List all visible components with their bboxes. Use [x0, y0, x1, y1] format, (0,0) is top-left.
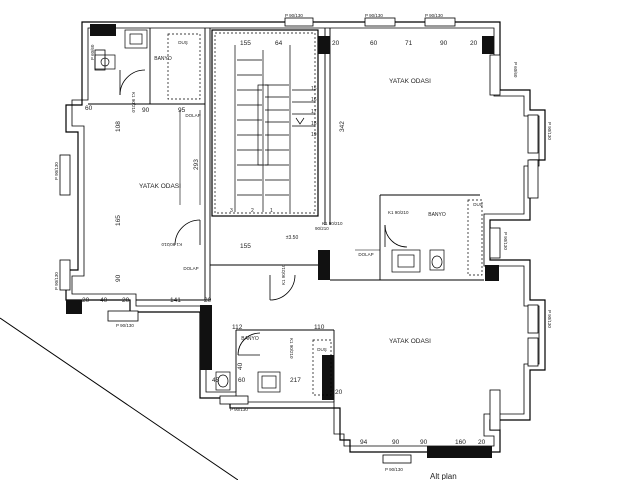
dimension-label: 64 [275, 40, 283, 47]
room-bedroom-bottom-right: YATAK ODASI [389, 338, 431, 345]
dimension-label: 155 [240, 243, 251, 250]
room-labels: YATAK ODASI YATAK ODASI YATAK ODASI BANY… [139, 40, 483, 352]
room-bedroom-left: YATAK ODASI [139, 183, 181, 190]
dimension-label: 94 [360, 439, 368, 446]
room-shower-3: DUŞ [317, 347, 327, 352]
room-shower-2: DUŞ [473, 202, 483, 207]
dimension-label: 20 [122, 297, 130, 304]
outer-walls [65, 21, 546, 453]
stair-number: 19 [311, 132, 317, 138]
stair-number: 3 [230, 208, 233, 214]
dimension-label: 112 [232, 324, 243, 331]
stair-number: 15 [311, 86, 317, 92]
level-mark: ±3.50 [286, 235, 299, 241]
dimension-label: 90 [142, 107, 150, 114]
door-label: K1 90/210 [388, 210, 409, 215]
dimension-label: 90 [392, 439, 400, 446]
window-units [66, 24, 499, 458]
dimension-label: 342 [339, 121, 346, 132]
window-label: P 90/130 [54, 162, 59, 180]
dimension-label: 217 [290, 377, 301, 384]
dimension-label: 40 [100, 297, 108, 304]
stair-number: 17 [311, 109, 317, 115]
door-label: K1 90/210 [322, 221, 343, 226]
room-bath-right: BANYO [428, 212, 446, 218]
stair-numbers: 15 16 17 18 19 3 2 1 [230, 86, 317, 214]
dimension-label: 141 [170, 297, 181, 304]
room-shower-1: DUŞ [178, 40, 188, 45]
stair-number: 1 [270, 208, 273, 214]
dimension-label: 110 [314, 324, 325, 331]
dimension-label: 60 [238, 377, 246, 384]
door-labels: 90/210 K1 90/210 K1 90/210 K1 90/210 K1 … [131, 92, 409, 359]
door-label: K1 90/210 [281, 264, 286, 285]
dimension-label: 95 [178, 107, 186, 114]
door-label: 90/210 [315, 226, 329, 231]
dimension-labels: 155 64 20 60 71 90 20 90 95 108 165 90 2… [82, 40, 486, 446]
room-wardrobe-2: DOLAP [183, 266, 198, 271]
fixtures [94, 29, 483, 396]
window-label: P 90/130 [365, 13, 383, 18]
room-bedroom-top-right: YATAK ODASI [389, 78, 431, 85]
dimension-label: 20 [204, 297, 212, 304]
dimension-label: 60 [370, 40, 378, 47]
dimension-label: 40 [237, 362, 244, 370]
dimension-label: 90 [440, 40, 448, 47]
stair-block [211, 29, 319, 217]
interior-walls [88, 28, 484, 402]
dimension-label: 90 [420, 439, 428, 446]
room-bath-top-left: BANYO [154, 56, 172, 62]
dimension-label: 90 [115, 274, 122, 282]
door-swings [119, 69, 408, 356]
diagonal-site-line [0, 317, 639, 480]
window-labels: P 90/130 P 90/130 P 90/130 P 60/60 P 90/… [54, 13, 552, 472]
dimension-label: 160 [455, 439, 466, 446]
window-label: P 90/130 [230, 407, 248, 412]
dimension-label: 293 [193, 159, 200, 170]
room-wardrobe-3: DOLAP [358, 252, 373, 257]
window-label: P 60/60 [513, 62, 518, 78]
window-label: P 90/130 [547, 310, 552, 328]
dimension-label: 108 [115, 121, 122, 132]
stair-number: 18 [311, 121, 317, 127]
dimension-label: 20 [478, 439, 486, 446]
door-label: K1 90/210 [289, 338, 294, 359]
room-bath-bottom: BANYO [241, 336, 259, 342]
window-label: P 90/130 [116, 323, 134, 328]
lower-plan-label: Alt plan [430, 472, 457, 480]
stair-number: 2 [251, 208, 254, 214]
window-label: P 90/130 [385, 467, 403, 472]
dimension-label: 20 [82, 297, 90, 304]
dimension-label: 71 [405, 40, 413, 47]
room-wardrobe-1: DOLAP [185, 113, 200, 118]
door-label: K1 90/210 [131, 92, 136, 113]
window-frames [59, 17, 539, 464]
window-label: P 90/130 [54, 272, 59, 290]
window-label: P 90/130 [547, 122, 552, 140]
dimension-label: 45 [212, 377, 220, 384]
dimension-label: 20 [332, 40, 340, 47]
window-label: P 90/130 [503, 232, 508, 250]
dimension-label: 165 [115, 215, 122, 226]
window-label: P 90/130 [285, 13, 303, 18]
door-label: K1 90/210 [161, 242, 182, 247]
window-label: P 90/130 [425, 13, 443, 18]
dimension-label: 20 [335, 389, 343, 396]
stair-number: 16 [311, 97, 317, 103]
dimension-label: 60 [85, 105, 93, 112]
dimension-label: 155 [240, 40, 251, 47]
window-label: P 60/60 [90, 44, 95, 60]
dimension-label: 20 [470, 40, 478, 47]
